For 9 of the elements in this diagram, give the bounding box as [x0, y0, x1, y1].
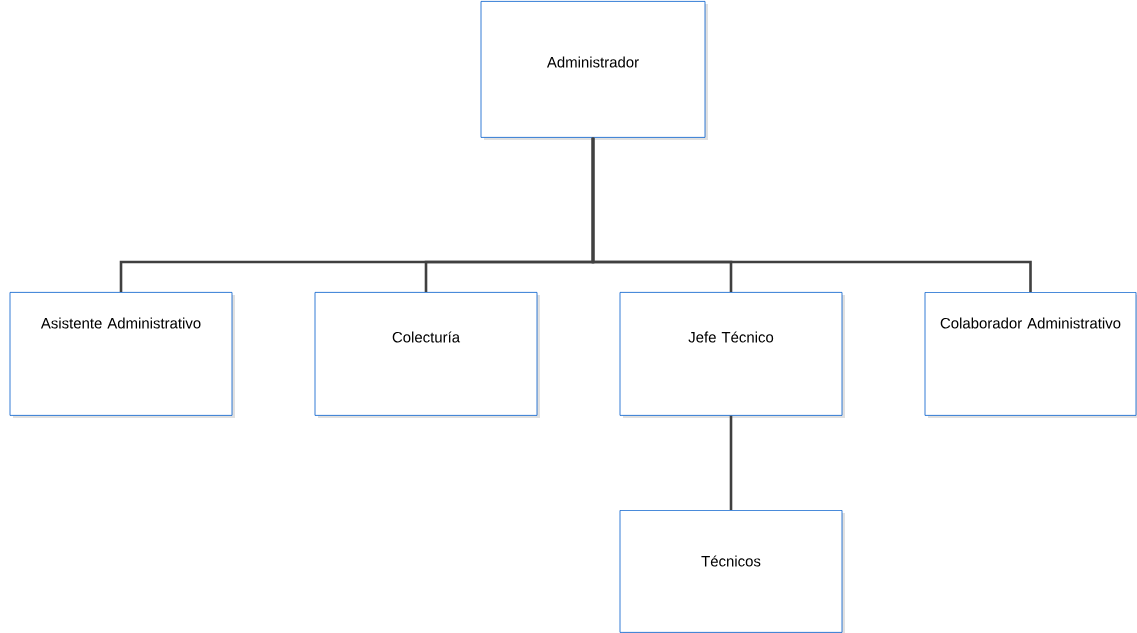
org-box: Administrador: [480, 1, 708, 140]
connector-line: [729, 415, 733, 510]
node-label: Técnicos: [701, 555, 761, 567]
connector-line: [591, 137, 1032, 292]
org-box: Técnicos: [619, 510, 845, 633]
org-box: Colaborador Administrativo: [924, 292, 1137, 418]
org-box: Asistente Administrativo: [9, 292, 235, 418]
org-box: Colecturía: [314, 292, 540, 418]
org-box: Jefe Técnico: [619, 292, 845, 418]
